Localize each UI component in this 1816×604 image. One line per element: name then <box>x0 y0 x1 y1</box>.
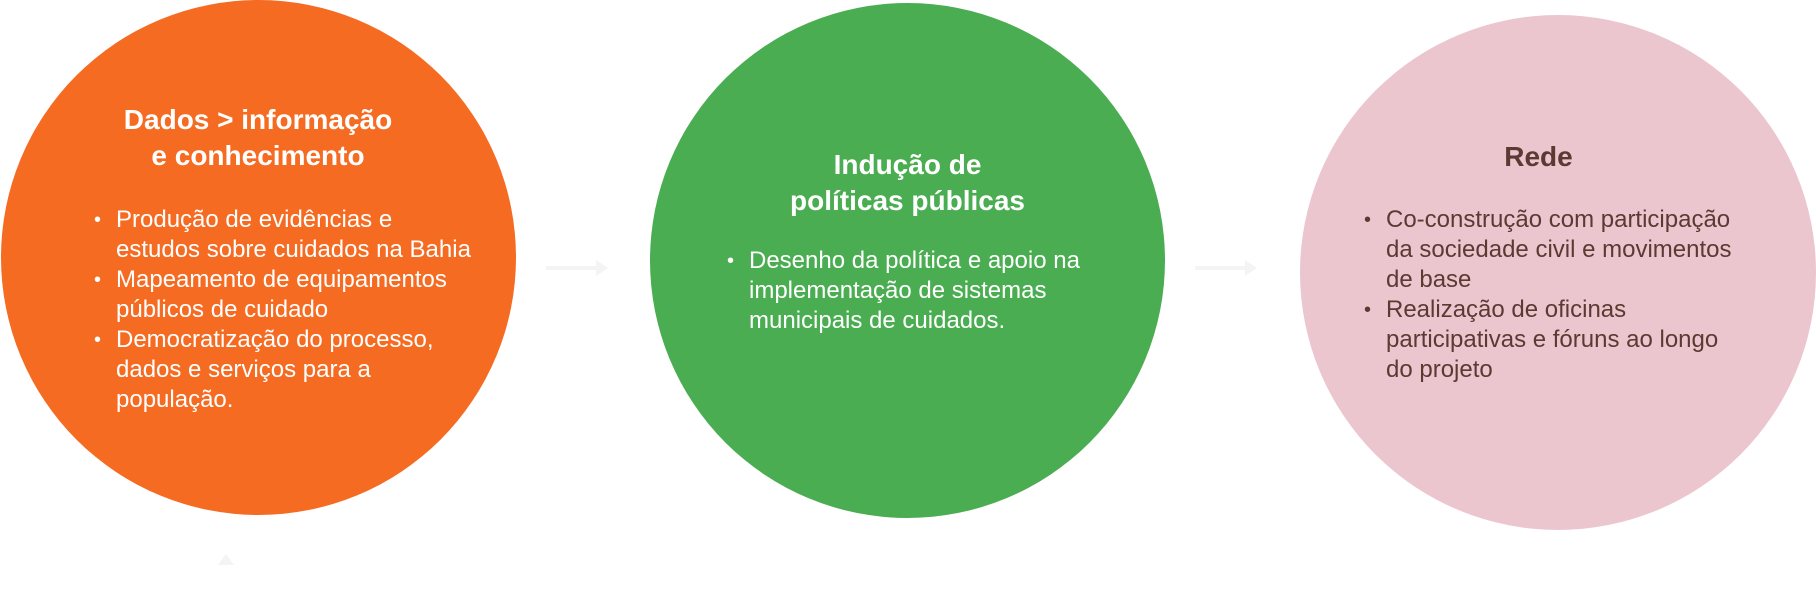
bullet-line: Realização de oficinas <box>1386 296 1627 323</box>
bullet-item: • Democratização do processo, dados e se… <box>94 325 506 415</box>
bullet-line: de base <box>1386 266 1472 293</box>
step-title-data-information: Dados > informação e conhecimento <box>60 102 456 174</box>
step-bullets-data-information: • Produção de evidências e estudos sobre… <box>94 205 506 415</box>
bullet-item: • Produção de evidências e estudos sobre… <box>94 205 506 265</box>
step-title-public-policy: Indução de políticas públicas <box>700 147 1115 219</box>
arrow-right-icon <box>546 260 608 276</box>
arrow-right-icon <box>1195 260 1257 276</box>
bullet-line: do projeto <box>1386 356 1493 383</box>
arrow-up-icon <box>218 554 234 565</box>
bullet-line: da sociedade civil e movimentos <box>1386 236 1732 263</box>
bullet-line: estudos sobre cuidados na Bahia <box>116 236 471 263</box>
bullet-line: participativas e fóruns ao longo <box>1386 326 1719 353</box>
title-line: e conhecimento <box>151 140 365 171</box>
step-circle-public-policy <box>650 3 1165 518</box>
bullet-icon: • <box>1364 299 1372 321</box>
bullet-icon: • <box>94 329 102 351</box>
step-circle-data-information <box>1 0 516 515</box>
bullet-line: municipais de cuidados. <box>749 307 1006 334</box>
bullet-line: Desenho da política e apoio na <box>749 247 1080 274</box>
bullet-item: • Realização de oficinas participativas … <box>1364 295 1786 385</box>
bullet-line: públicos de cuidado <box>116 296 329 323</box>
bullet-line: implementação de sistemas <box>749 277 1047 304</box>
bullet-line: dados e serviços para a <box>116 356 371 383</box>
step-bullets-public-policy: • Desenho da política e apoio na impleme… <box>727 246 1129 336</box>
step-title-network: Rede <box>1340 139 1737 175</box>
bullet-line: Mapeamento de equipamentos <box>116 266 447 293</box>
bullet-item: • Mapeamento de equipamentos públicos de… <box>94 265 506 325</box>
step-bullets-network: • Co-construção com participação da soci… <box>1364 205 1786 385</box>
bullet-icon: • <box>1364 209 1372 231</box>
bullet-line: Democratização do processo, <box>116 326 434 353</box>
bullet-icon: • <box>94 269 102 291</box>
bullet-line: Produção de evidências e <box>116 206 393 233</box>
bullet-icon: • <box>727 250 735 272</box>
title-line: Indução de <box>833 149 982 180</box>
bullet-line: população. <box>116 386 234 413</box>
step-circle-network <box>1300 15 1816 530</box>
bullet-item: • Desenho da política e apoio na impleme… <box>727 246 1129 336</box>
bullet-line: Co-construção com participação <box>1386 206 1731 233</box>
title-line: Dados > informação <box>123 104 393 135</box>
bullet-item: • Co-construção com participação da soci… <box>1364 205 1786 295</box>
title-line: Rede <box>1504 141 1573 172</box>
title-line: políticas públicas <box>790 185 1025 216</box>
bullet-icon: • <box>94 209 102 231</box>
